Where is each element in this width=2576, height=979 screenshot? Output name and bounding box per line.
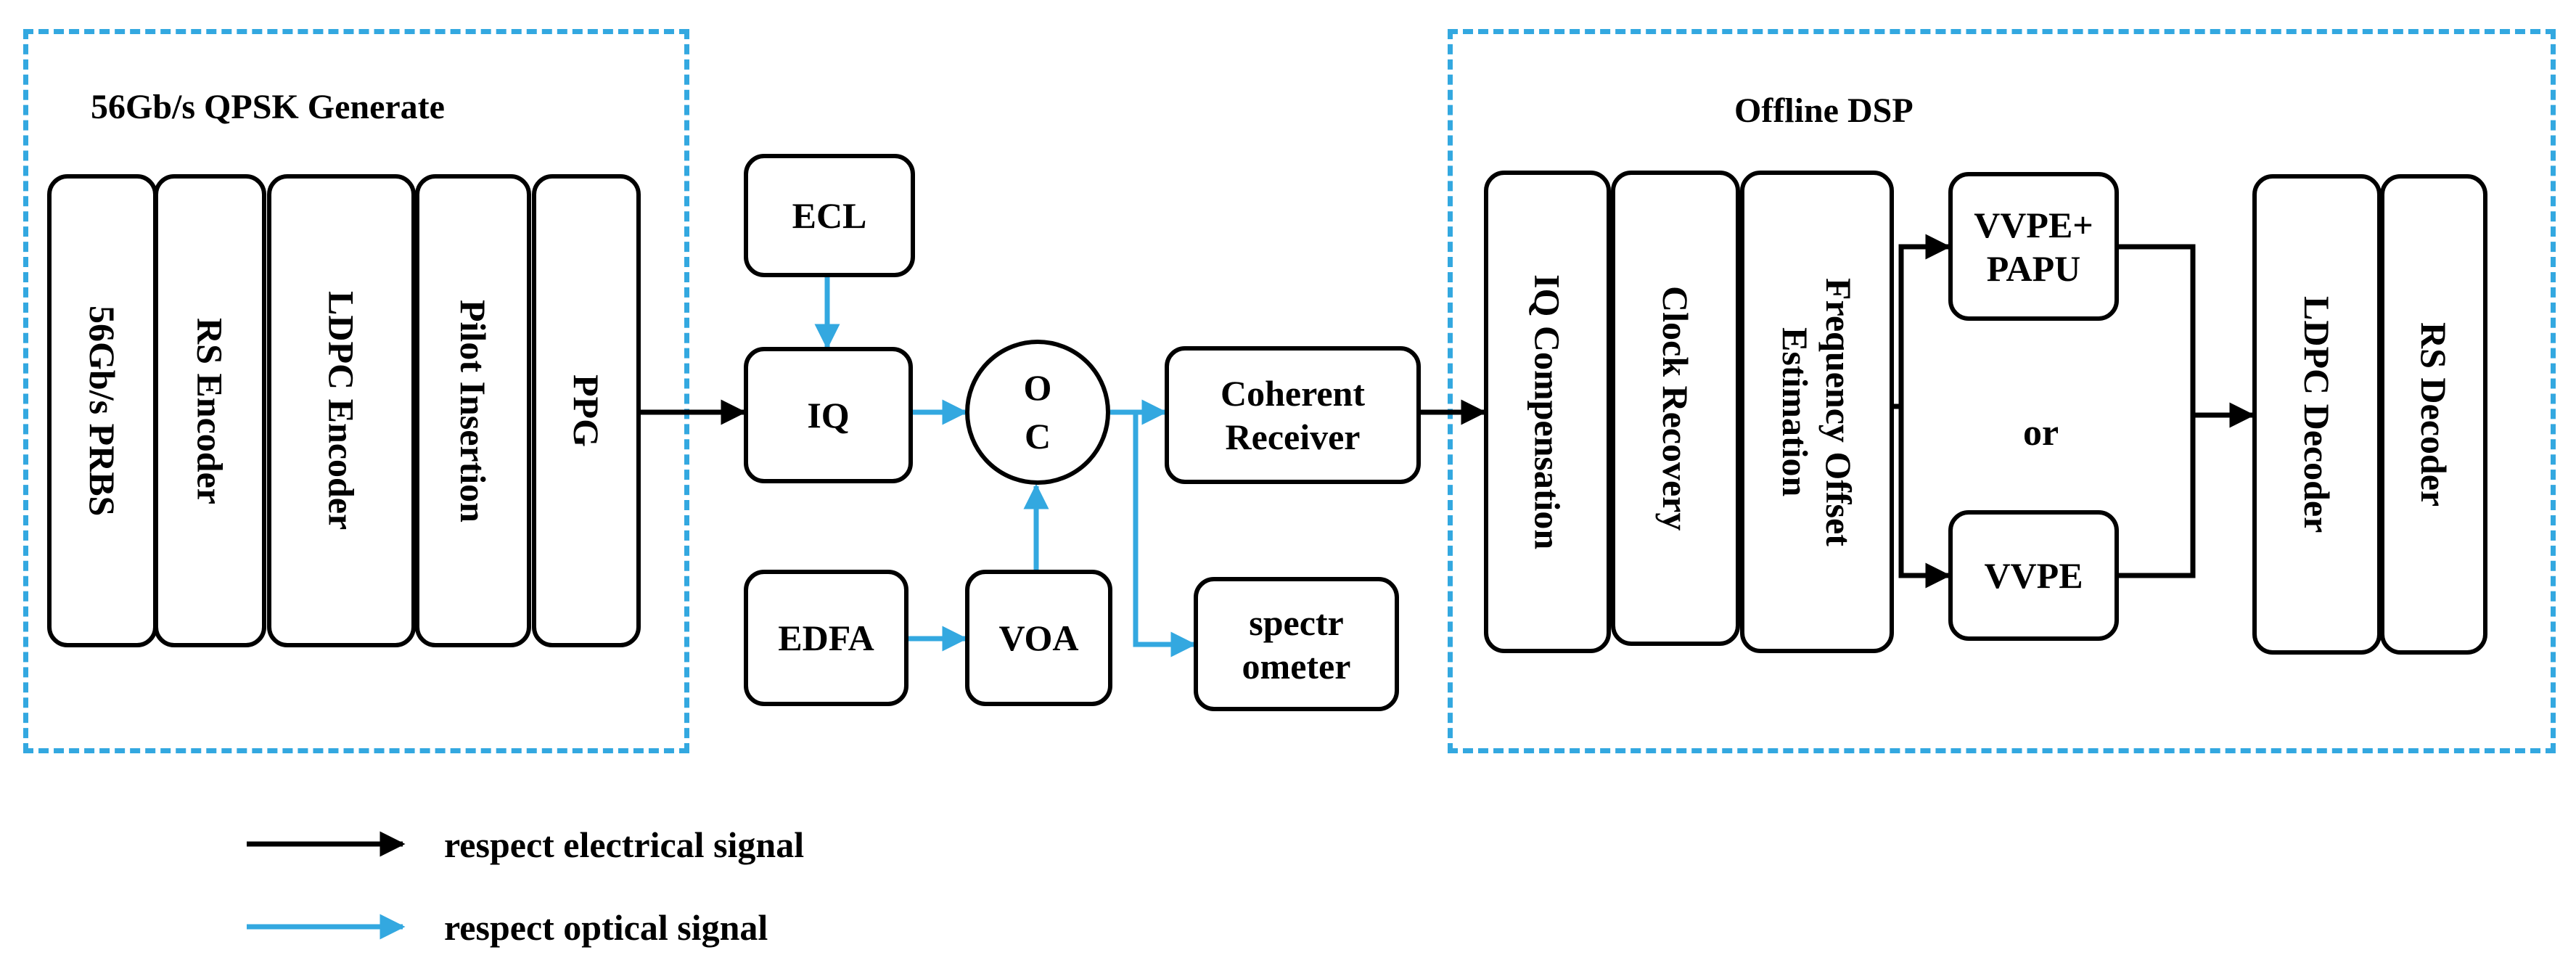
coherent-label-line2: Receiver xyxy=(1225,417,1361,457)
rs-encoder-label: RS Encoder xyxy=(189,317,231,504)
ldpc-decoder-block: LDPC Decoder xyxy=(2252,174,2382,655)
vvpe-papu-line1: VVPE+ xyxy=(1974,204,2093,245)
spectrometer-block: spectr ometer xyxy=(1194,577,1399,711)
prbs-label: 56Gb/s PRBS xyxy=(82,305,123,517)
edfa-block: EDFA xyxy=(744,570,908,706)
iq-compensation-block: IQ Compensation xyxy=(1484,171,1611,653)
edfa-label: EDFA xyxy=(778,618,874,658)
spectrometer-label-line1: spectr xyxy=(1249,602,1344,643)
iq-modulator-block: IQ xyxy=(744,347,913,483)
or-label: or xyxy=(2023,412,2059,454)
iq-compensation-label: IQ Compensation xyxy=(1527,274,1568,550)
voa-block: VOA xyxy=(965,570,1112,706)
vvpe-papu-to-decoder-line xyxy=(2119,244,2196,578)
ldpc-encoder-label: LDPC Encoder xyxy=(321,291,362,531)
ecl-block: ECL xyxy=(744,154,915,277)
rs-encoder-block: RS Encoder xyxy=(154,174,266,647)
voa-label: VOA xyxy=(998,618,1079,658)
vvpe-block: VVPE xyxy=(1948,510,2119,641)
offline-dsp-group xyxy=(1448,29,2556,753)
vvpe-papu-line2: PAPU xyxy=(1986,247,2081,289)
frequency-offset-label: Frequency Offset Estimation xyxy=(1773,278,1861,546)
spectrometer-label-line2: ometer xyxy=(1242,645,1351,687)
freq-to-vvpe-papu-arrow xyxy=(1894,234,1951,409)
ldpc-encoder-block: LDPC Encoder xyxy=(267,174,416,647)
ecl-label: ECL xyxy=(792,195,867,236)
oc-to-spectrometer-arrow xyxy=(1133,412,1197,658)
clock-recovery-block: Clock Recovery xyxy=(1611,171,1740,646)
legend-optical-label: respect optical signal xyxy=(444,907,768,948)
legend-electrical-label: respect electrical signal xyxy=(444,824,805,865)
pilot-insertion-block: Pilot Insertion xyxy=(415,174,531,647)
coherent-receiver-block: Coherent Receiver xyxy=(1165,346,1421,484)
vvpe-papu-block: VVPE+ PAPU xyxy=(1948,172,2119,321)
ppg-label: PPG xyxy=(566,374,607,447)
rs-decoder-label: RS Decoder xyxy=(2413,321,2454,507)
clock-recovery-label: Clock Recovery xyxy=(1655,285,1696,531)
oc-label-line1: O xyxy=(1023,366,1052,408)
rs-decoder-block: RS Decoder xyxy=(2380,174,2487,655)
qpsk-generate-group xyxy=(23,29,689,753)
freq-to-vvpe-arrow xyxy=(1898,406,1951,589)
optical-coupler: O C xyxy=(965,340,1110,485)
frequency-offset-line1: Frequency Offset xyxy=(1818,277,1859,546)
frequency-offset-block: Frequency Offset Estimation xyxy=(1740,171,1894,653)
iq-label: IQ xyxy=(807,395,850,435)
vvpe-label: VVPE xyxy=(1984,555,2083,596)
pilot-insertion-label: Pilot Insertion xyxy=(453,299,493,523)
frequency-offset-line2: Estimation xyxy=(1775,327,1816,497)
prbs-block: 56Gb/s PRBS xyxy=(47,174,157,647)
qpsk-generate-title: 56Gb/s QPSK Generate xyxy=(91,88,445,126)
offline-dsp-title: Offline DSP xyxy=(1734,91,1913,130)
ppg-block: PPG xyxy=(532,174,641,647)
oc-label-line2: C xyxy=(1024,416,1051,456)
coherent-label-line1: Coherent xyxy=(1220,373,1366,414)
ldpc-decoder-label: LDPC Decoder xyxy=(2297,295,2337,533)
